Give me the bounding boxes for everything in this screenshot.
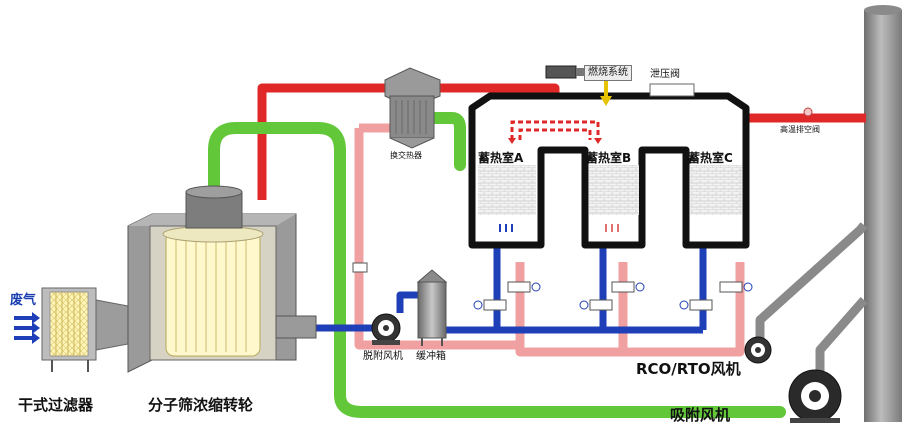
chamber-c-label: 蓄热室C (688, 151, 733, 165)
rto-body (468, 92, 750, 249)
chamber-a-label: 蓄热室A (478, 151, 524, 165)
chamber-a-media (478, 165, 536, 215)
chamber-b-label: 蓄热室B (586, 151, 632, 165)
blue-desorption-pipe (316, 245, 707, 334)
waste-gas-arrows (14, 312, 40, 344)
green-adsorption-pipe (208, 112, 786, 418)
combustion-system-label: 燃烧系统 (584, 65, 632, 81)
chamber-b-media (589, 165, 639, 215)
dry-filter (41, 287, 129, 372)
buffer-tank (416, 269, 448, 346)
chamber-c-media (690, 165, 742, 215)
buffer-tank-label: 缓冲箱 (416, 351, 446, 362)
desorption-fan-label: 脱附风机 (363, 351, 403, 362)
zeolite-rotor-label: 分子筛浓缩转轮 (148, 396, 254, 414)
dry-filter-label: 干式过滤器 (18, 396, 94, 414)
heat-exchanger-label: 换交热器 (390, 151, 422, 160)
chimney (864, 5, 902, 422)
waste-gas-label: 废气 (10, 293, 37, 308)
adsorption-fan (788, 369, 842, 423)
heat-exchanger (384, 67, 441, 149)
rco-rto-fan (744, 336, 772, 364)
hot-flow-arrows (510, 120, 600, 140)
bypass-valve (803, 107, 813, 117)
zeolite-rotor (127, 185, 317, 373)
burner (545, 65, 612, 106)
gray-exhaust-duct (755, 222, 868, 372)
valve-actuators (473, 282, 753, 310)
high-temp-bypass-valve-label: 高温排空阀 (780, 125, 820, 134)
pressure-relief-valve (649, 83, 695, 97)
desorption-fan (371, 313, 401, 345)
adsorption-fan-label: 吸附风机 (670, 406, 731, 424)
line-valves (352, 262, 743, 311)
pressure-relief-valve-label: 泄压阀 (650, 69, 680, 80)
rco-rto-fan-label: RCO/RTO风机 (636, 360, 741, 378)
pink-return-pipe (354, 123, 745, 357)
